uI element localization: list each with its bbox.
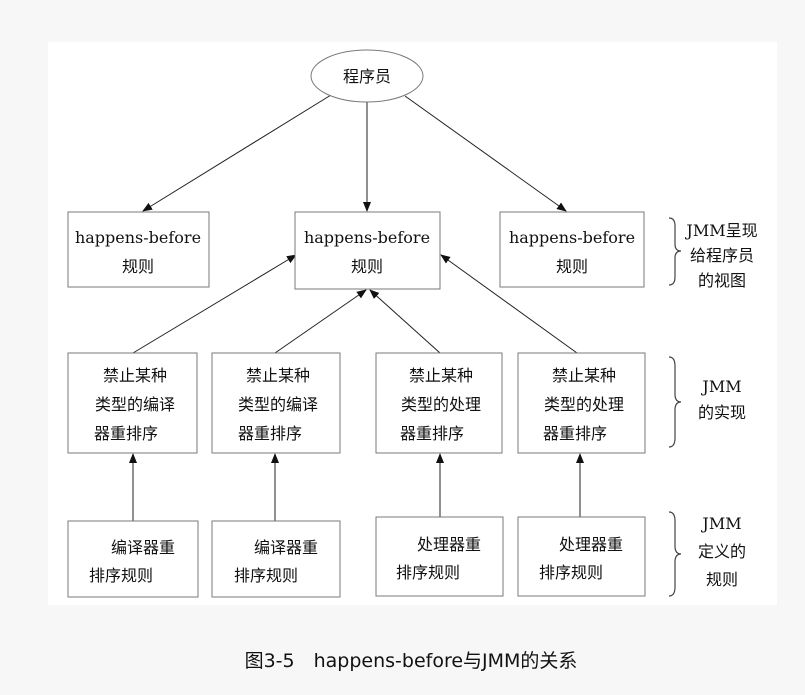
side-group-3: JMM 定义的 规则 <box>668 511 746 597</box>
reorder-box-3 <box>375 352 503 454</box>
base-line1-1: 编译器重 <box>111 538 175 557</box>
side-label-1-line3: 的视图 <box>698 271 746 290</box>
rule-box-3 <box>499 211 645 288</box>
reorder-line1-4: 禁止某种 <box>552 366 616 385</box>
reorder-line2-1: 类型的编译 <box>95 395 175 414</box>
side-group-1: JMM呈现 给程序员 的视图 <box>668 217 758 290</box>
reorder-node-2: 禁止某种 类型的编译 器重排序 <box>211 352 341 454</box>
side-brace-3 <box>668 511 682 597</box>
side-label-1-line1: JMM呈现 <box>684 221 757 240</box>
base-line2-3: 排序规则 <box>396 563 460 582</box>
rule-line2-1: 规则 <box>122 257 154 276</box>
edge-reorder-1-to-rule-2 <box>132 254 297 354</box>
programmer-node: 程序员 <box>310 49 424 103</box>
rule-line1-1: happens-before <box>75 228 201 247</box>
base-line2-4: 排序规则 <box>539 563 603 582</box>
programmer-ellipse <box>310 49 424 103</box>
side-label-3-line1: JMM <box>700 514 741 533</box>
programmer-label: 程序员 <box>343 67 391 86</box>
side-group-2: JMM 的实现 <box>668 356 746 448</box>
reorder-line3-3: 器重排序 <box>400 424 464 443</box>
reorder-line3-2: 器重排序 <box>238 424 302 443</box>
base-node-4: 处理器重 排序规则 <box>517 516 646 597</box>
reorder-box-2 <box>211 352 341 454</box>
reorder-line1-3: 禁止某种 <box>409 366 473 385</box>
edge-reorder-2-to-rule-2 <box>274 289 367 354</box>
base-line2-2: 排序规则 <box>234 566 298 585</box>
side-label-3-line2: 定义的 <box>698 542 746 561</box>
reorder-node-1: 禁止某种 类型的编译 器重排序 <box>67 352 198 454</box>
reorder-node-4: 禁止某种 类型的处理 器重排序 <box>517 352 646 454</box>
reorder-node-3: 禁止某种 类型的处理 器重排序 <box>375 352 503 454</box>
reorder-line1-2: 禁止某种 <box>246 366 310 385</box>
base-box-2 <box>211 520 341 598</box>
rule-line1-3: happens-before <box>509 228 635 247</box>
base-node-2: 编译器重 排序规则 <box>211 520 341 598</box>
base-box-1 <box>67 520 199 598</box>
diagram-panel <box>48 42 777 605</box>
reorder-box-4 <box>517 352 646 454</box>
base-line1-2: 编译器重 <box>254 538 318 557</box>
base-box-4 <box>517 516 646 597</box>
edge-reorder-4-to-rule-2 <box>440 254 578 354</box>
rule-box-1 <box>67 211 210 288</box>
side-brace-2 <box>668 356 682 448</box>
reorder-line3-1: 器重排序 <box>94 424 158 443</box>
side-label-3-line3: 规则 <box>706 570 738 589</box>
rule-node-1: happens-before 规则 <box>67 211 210 288</box>
reorder-line2-2: 类型的编译 <box>238 395 318 414</box>
base-line1-4: 处理器重 <box>559 535 623 554</box>
rule-line2-2: 规则 <box>351 257 383 276</box>
edge-reorder-3-to-rule-2 <box>369 289 441 354</box>
base-node-3: 处理器重 排序规则 <box>375 516 504 597</box>
edge-programmer-to-rule-3 <box>404 95 567 212</box>
rule-node-2: happens-before 规则 <box>294 211 441 290</box>
base-node-1: 编译器重 排序规则 <box>67 520 199 598</box>
rule-box-2 <box>294 211 441 290</box>
side-label-2-line1: JMM <box>700 377 741 396</box>
rule-node-3: happens-before 规则 <box>499 211 645 288</box>
reorder-line1-1: 禁止某种 <box>103 366 167 385</box>
side-brace-1 <box>668 217 682 286</box>
rule-line1-2: happens-before <box>304 228 430 247</box>
rule-line2-3: 规则 <box>556 257 588 276</box>
side-label-1-line2: 给程序员 <box>690 246 754 265</box>
reorder-line2-4: 类型的处理 <box>544 395 624 414</box>
side-label-2-line2: 的实现 <box>698 403 746 422</box>
edges <box>129 94 584 521</box>
base-line1-3: 处理器重 <box>417 535 481 554</box>
figure-caption: 图3-5 happens-before与JMM的关系 <box>245 650 578 672</box>
reorder-line3-4: 器重排序 <box>543 424 607 443</box>
edge-programmer-to-rule-1 <box>142 94 332 212</box>
base-line2-1: 排序规则 <box>89 566 153 585</box>
base-box-3 <box>375 516 504 597</box>
reorder-box-1 <box>67 352 198 454</box>
reorder-line2-3: 类型的处理 <box>401 395 481 414</box>
